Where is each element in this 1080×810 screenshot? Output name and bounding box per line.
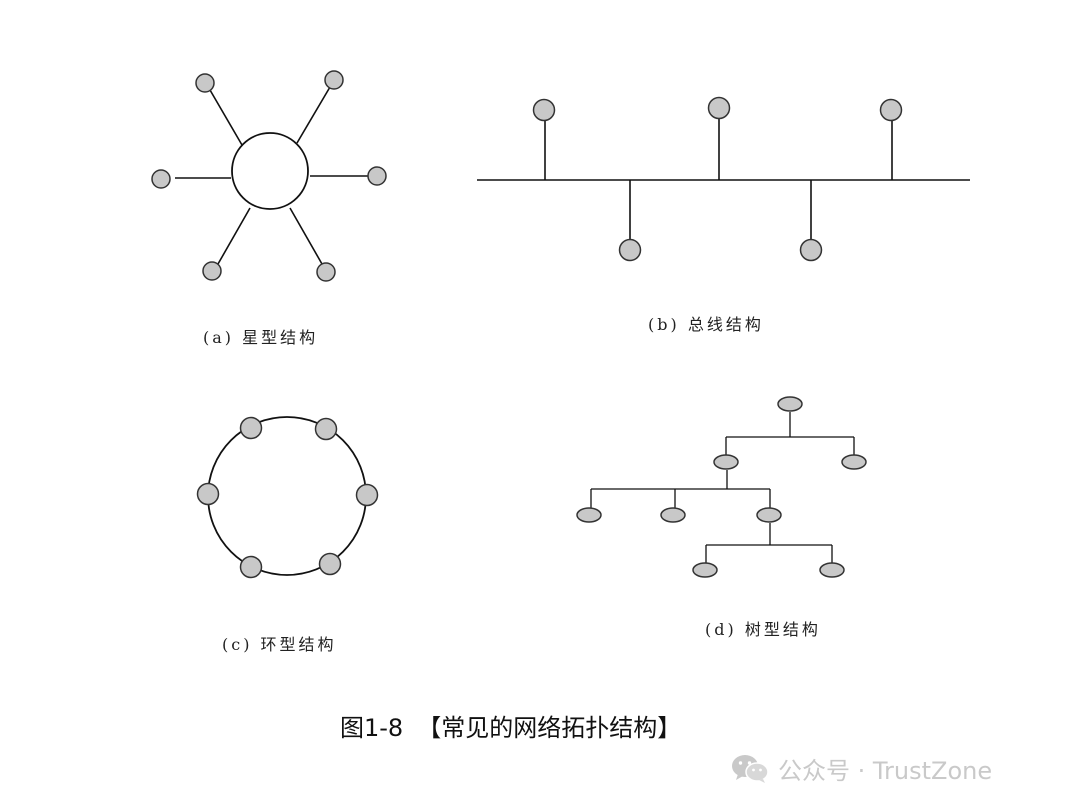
bus-node (879, 98, 903, 122)
watermark: 公众号 · TrustZone (730, 752, 993, 785)
ring-node (318, 552, 342, 576)
wechat-icon (732, 755, 769, 783)
star-node (202, 261, 222, 281)
tree-node (576, 507, 602, 523)
tree-node (819, 562, 845, 578)
bus-node (618, 238, 642, 262)
bus-node (532, 98, 556, 122)
ring-caption: (c) 环型结构 (222, 635, 337, 654)
figure-number: 图1-8 (340, 714, 404, 742)
star-node (316, 262, 336, 282)
star-caption: (a) 星型结构 (203, 328, 318, 347)
tree-node (841, 454, 867, 470)
tree-node (756, 507, 782, 523)
bus-caption: (b) 总线结构 (648, 315, 764, 334)
ring-node (196, 482, 220, 506)
star-link (209, 89, 243, 146)
star-link (289, 207, 323, 265)
ring-path (207, 416, 367, 576)
tree-node (692, 562, 718, 578)
watermark-text: 公众号 · TrustZone (778, 756, 993, 785)
star-hub (231, 132, 309, 210)
star-node (195, 73, 215, 93)
tree-node (660, 507, 686, 523)
star-node (151, 169, 171, 189)
ring-topology: (c) 环型结构 (196, 416, 379, 654)
tree-node (713, 454, 739, 470)
star-link (217, 207, 251, 265)
tree-caption: (d) 树型结构 (705, 620, 821, 639)
star-node (367, 166, 387, 186)
star-node (324, 70, 344, 90)
ring-node (355, 483, 379, 507)
ring-node (239, 555, 263, 579)
ring-node (314, 417, 338, 441)
tree-root-node (777, 396, 803, 412)
figure-title: 图1-8 【常见的网络拓扑结构】 (340, 708, 681, 743)
star-link (296, 86, 331, 144)
figure-title-text: 【常见的网络拓扑结构】 (417, 714, 682, 742)
bus-topology: (b) 总线结构 (477, 96, 970, 334)
star-topology: (a) 星型结构 (151, 70, 387, 347)
bus-node (799, 238, 823, 262)
ring-node (239, 416, 263, 440)
tree-topology: (d) 树型结构 (576, 396, 867, 639)
bus-node (707, 96, 731, 120)
